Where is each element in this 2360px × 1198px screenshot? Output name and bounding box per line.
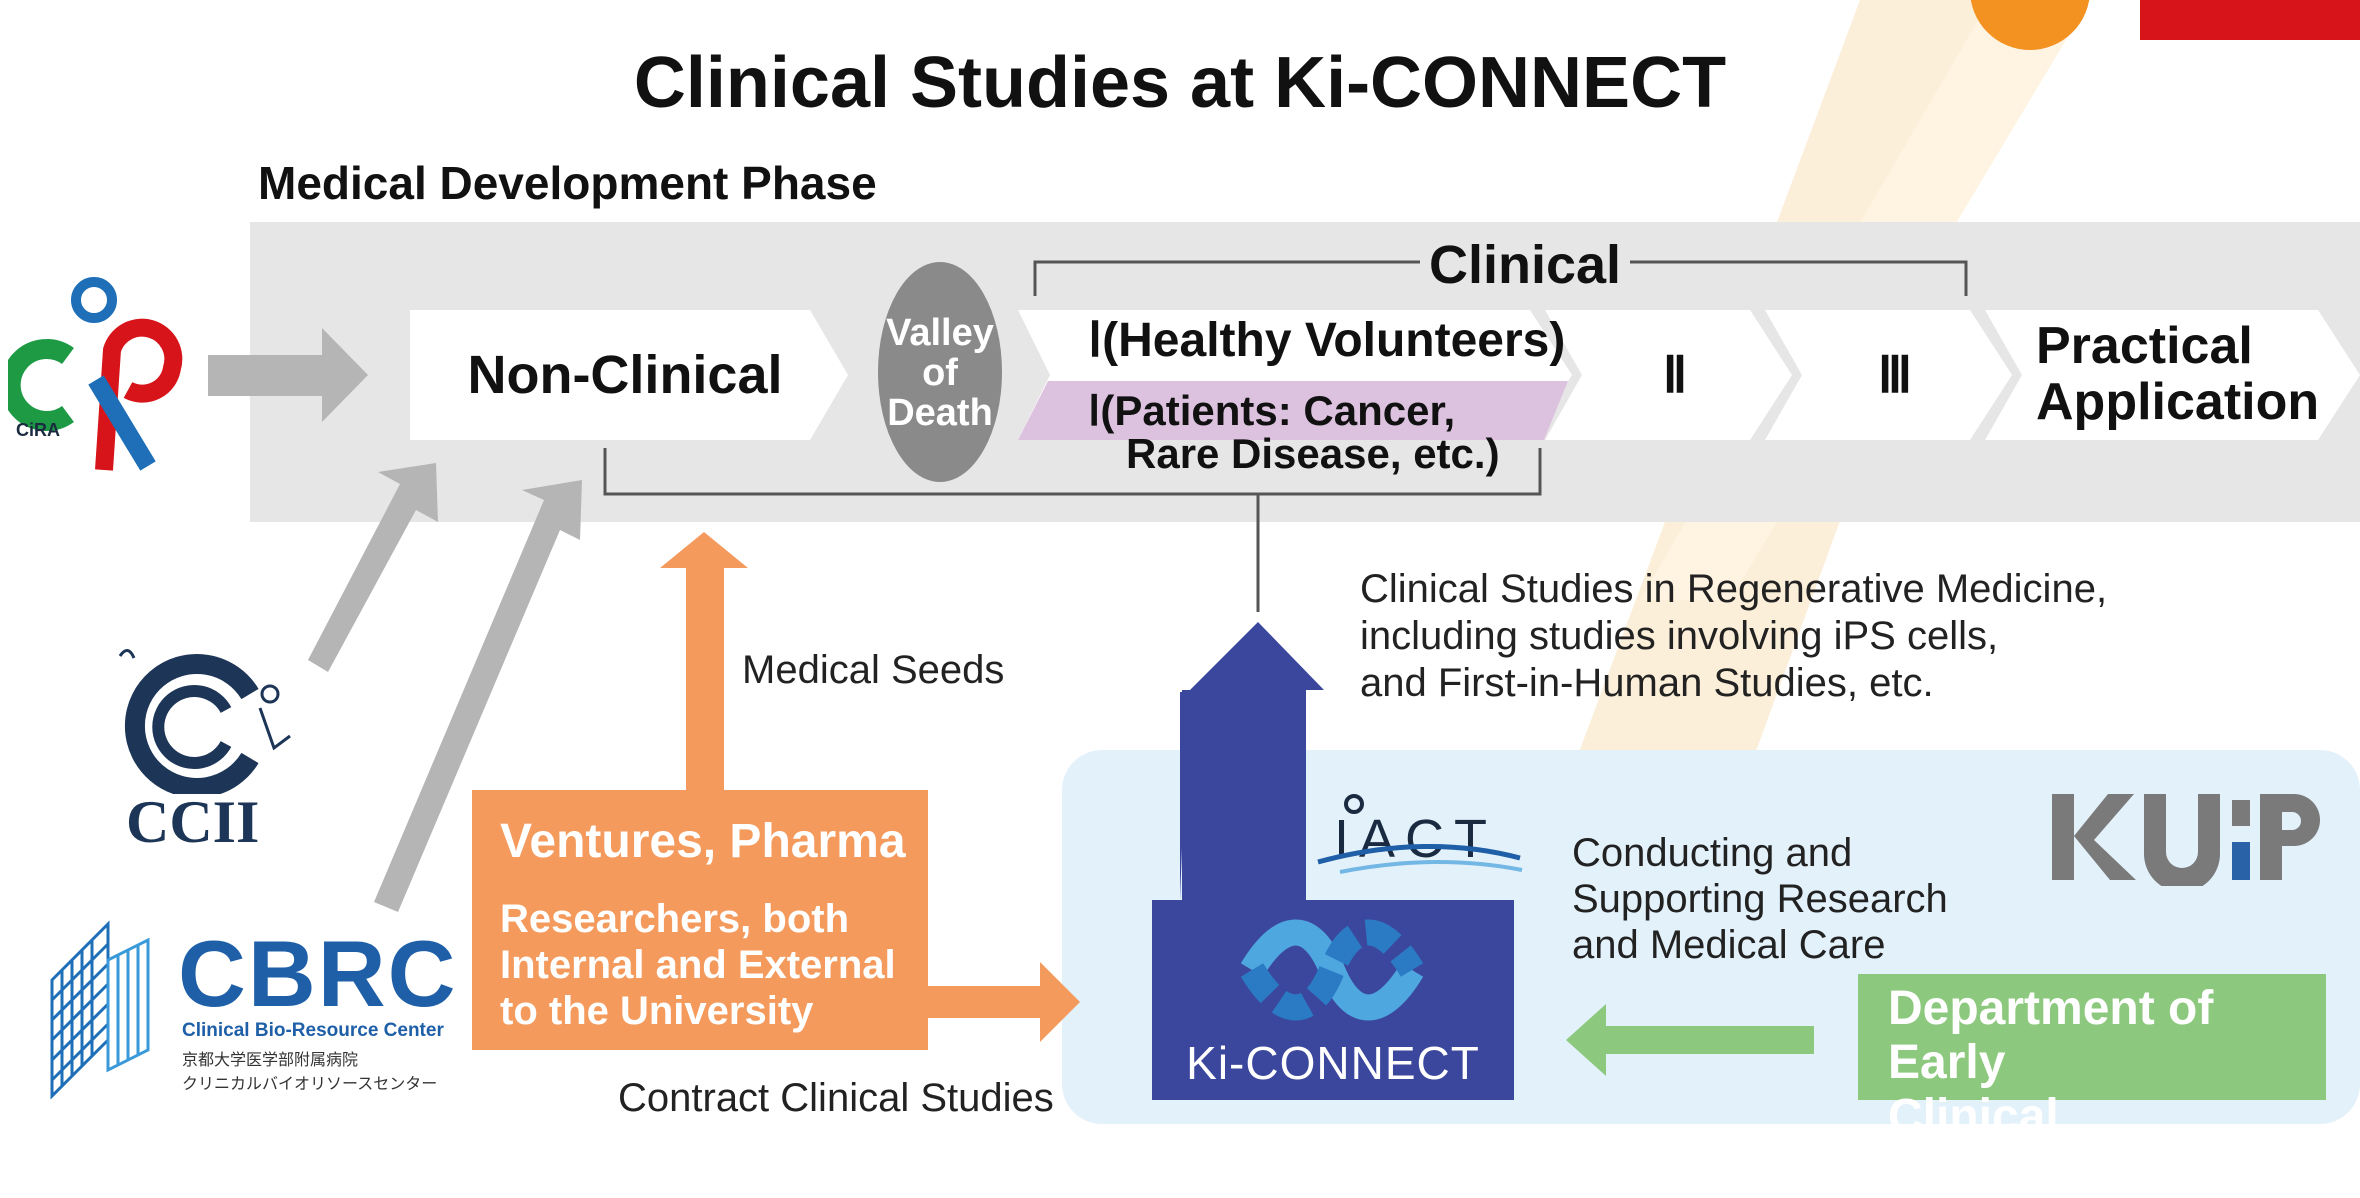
conducting-line-3: and Medical Care xyxy=(1572,923,1886,967)
cbrc-logo: CBRC Clinical Bio-Resource Center 京都大学医学… xyxy=(48,920,456,1106)
ventures-title: Ventures, Pharma xyxy=(500,815,906,868)
ccii-arrow xyxy=(308,463,438,672)
ventures-line-3: to the University xyxy=(500,989,814,1033)
phase2-chevron xyxy=(1545,310,1792,440)
clinical-studies-description: Clinical Studies in Regenerative Medicin… xyxy=(1360,566,2107,707)
practical-application-chevron xyxy=(1985,310,2360,440)
conducting-line-2: Supporting Research xyxy=(1572,877,1948,921)
ki-connect-wordmark: Ki-CONNECT xyxy=(1186,1037,1480,1089)
contract-arrow xyxy=(922,962,1080,1042)
iact-logo: IACT xyxy=(1310,792,1530,882)
phase1-healthy-label: Ⅰ(Healthy Volunteers) xyxy=(1088,314,1566,367)
cbrc-japanese-line-2: クリニカルバイオリソースセンター xyxy=(182,1076,438,1093)
ventures-box: Ventures, Pharma Researchers, both Inter… xyxy=(472,790,928,1050)
ki-connect-logo-mark xyxy=(1240,919,1424,1021)
ventures-line-2: Internal and External xyxy=(500,943,896,987)
valley-word-1: Valley xyxy=(886,312,994,354)
phase-title: Medical Development Phase xyxy=(258,157,877,209)
non-clinical-label: Non-Clinical xyxy=(467,345,783,405)
cbrc-logo-mark xyxy=(50,920,150,1100)
practical-line-1: Practical xyxy=(2036,317,2253,375)
cbrc-subtitle: Clinical Bio-Resource Center xyxy=(182,1020,444,1041)
valley-of-death-ellipse xyxy=(878,262,1002,482)
department-label: Department of Early Clinical Development xyxy=(1888,982,2326,1198)
orange-circle-logo-fragment xyxy=(1970,0,2090,50)
ki-connect-box: Ki-CONNECT xyxy=(1152,900,1514,1100)
valley-of-death-label: Valley of Death xyxy=(880,300,1000,446)
practical-application-label: Practical Application xyxy=(2036,318,2319,430)
kuhp-logo-mark xyxy=(2052,794,2320,892)
phase-chevrons xyxy=(208,260,2360,1124)
clinical-desc-line-2: including studies involving iPS cells, xyxy=(1360,614,1999,658)
cira-wordmark: CiRA xyxy=(16,420,60,440)
phase1-patients-label-1: Ⅰ(Patients: Cancer, xyxy=(1088,387,1456,434)
ventures-lines: Researchers, both Internal and External … xyxy=(500,896,896,1034)
clinical-label: Clinical xyxy=(1428,235,1622,295)
iact-wordmark: IACT xyxy=(1334,809,1498,869)
cbrc-japanese-line-1: 京都大学医学部附属病院 xyxy=(182,1052,359,1069)
medical-seeds-label: Medical Seeds xyxy=(742,648,1005,692)
clinical-desc-line-1: Clinical Studies in Regenerative Medicin… xyxy=(1360,567,2108,611)
clinical-desc-line-3: and First-in-Human Studies, etc. xyxy=(1360,661,1934,705)
medical-seeds-arrow xyxy=(660,532,748,790)
non-clinical-chevron xyxy=(410,310,848,440)
cira-arrow xyxy=(208,328,368,422)
cbrc-wordmark: CBRC xyxy=(178,921,458,1026)
department-line-1: Department of Early xyxy=(1888,982,2214,1089)
phase1-patients-band xyxy=(1018,381,1568,440)
conducting-description: Conducting and Supporting Research and M… xyxy=(1572,830,1948,968)
ventures-line-1: Researchers, both xyxy=(500,897,850,941)
phase3-chevron xyxy=(1765,310,2012,440)
contract-clinical-studies-label: Contract Clinical Studies xyxy=(618,1076,1054,1120)
cbrc-arrow xyxy=(374,480,582,912)
ccii-wordmark: CCII xyxy=(126,789,260,855)
conducting-line-1: Conducting and xyxy=(1572,831,1853,875)
department-box: Department of Early Clinical Development xyxy=(1858,974,2326,1197)
clinical-bracket xyxy=(1033,260,1420,296)
phase1-patients-label-2: Rare Disease, etc.) xyxy=(1126,430,1500,477)
department-arrow xyxy=(1566,1004,1814,1076)
ccii-logo: CCII xyxy=(100,644,300,864)
kuhp-logo xyxy=(2050,790,2320,892)
department-line-2: Clinical Development xyxy=(1888,1090,2190,1197)
iact-swoosh-icon xyxy=(1317,794,1523,874)
practical-line-2: Application xyxy=(2036,373,2320,431)
valley-word-2: of xyxy=(922,352,958,394)
phase2-label: Ⅱ xyxy=(1662,347,1688,403)
page-title: Clinical Studies at Ki-CONNECT xyxy=(633,43,1727,123)
cira-logo-mark xyxy=(0,277,183,471)
ccii-logo-mark xyxy=(118,649,291,798)
red-logo-fragment xyxy=(2140,0,2360,40)
valley-word-3: Death xyxy=(887,392,993,434)
phase3-label: Ⅲ xyxy=(1877,347,1913,403)
lower-bracket xyxy=(603,448,1542,496)
cira-logo: CiRA xyxy=(0,270,188,480)
